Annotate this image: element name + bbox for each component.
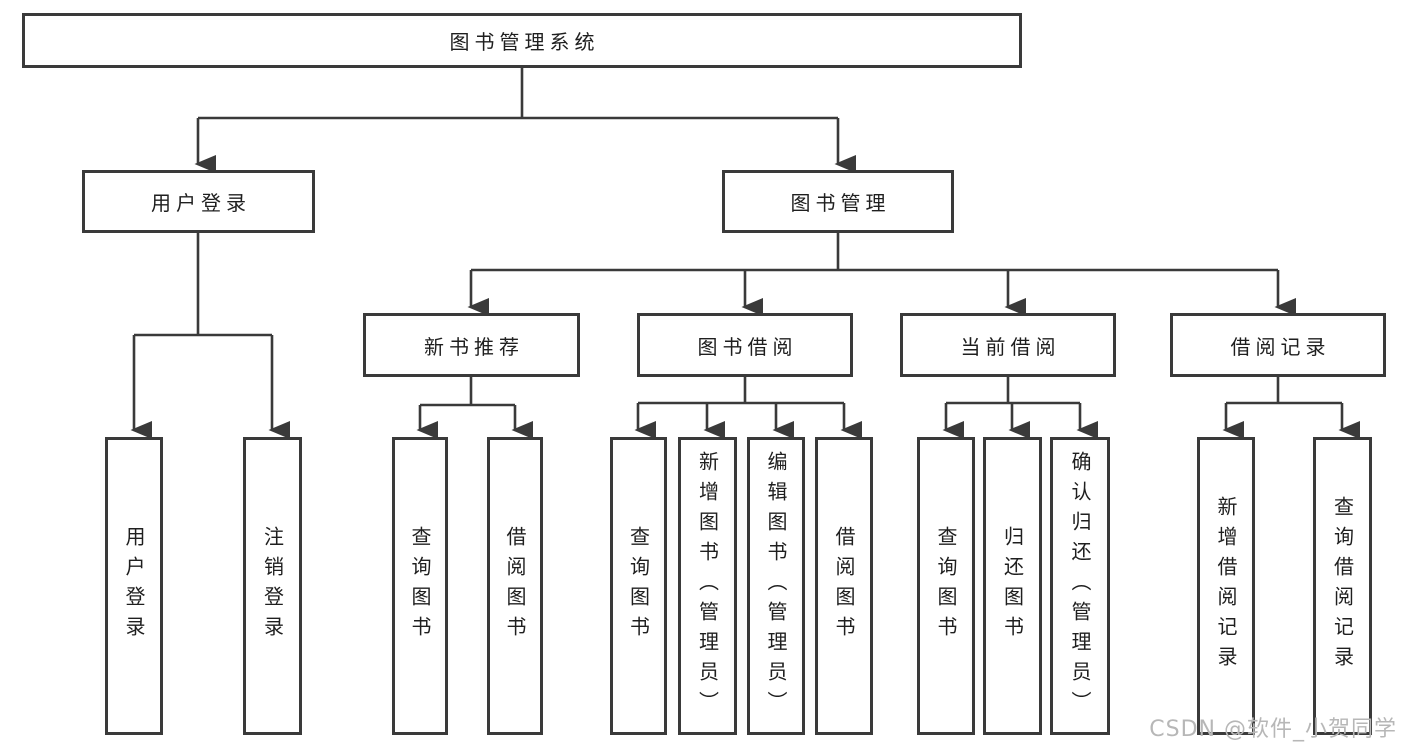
node-book-management: 图书管理 bbox=[722, 170, 954, 233]
node-current-borrow: 当前借阅 bbox=[900, 313, 1116, 377]
leaf-return-book: 归还图书 bbox=[983, 437, 1042, 735]
leaf-confirm-return-admin: 确认归还（管理员） bbox=[1050, 437, 1110, 735]
connector-root-split bbox=[194, 68, 857, 174]
node-borrow-records: 借阅记录 bbox=[1170, 313, 1386, 377]
leaf-query-books-current: 查询图书 bbox=[917, 437, 975, 735]
connector-current-borrow-split bbox=[942, 377, 1099, 440]
leaf-borrow-books: 借阅图书 bbox=[815, 437, 873, 735]
node-user-login-branch: 用户登录 bbox=[82, 170, 315, 233]
connector-book-borrow-split bbox=[634, 377, 863, 440]
leaf-user-login: 用户登录 bbox=[105, 437, 163, 735]
node-new-book-recommend: 新书推荐 bbox=[363, 313, 580, 377]
leaf-add-borrow-record: 新增借阅记录 bbox=[1197, 437, 1255, 735]
connector-new-book-split bbox=[416, 377, 534, 440]
leaf-query-books-borrow: 查询图书 bbox=[610, 437, 667, 735]
leaf-add-book-admin: 新增图书（管理员） bbox=[678, 437, 737, 735]
connector-user-login-split bbox=[130, 233, 291, 440]
node-root: 图书管理系统 bbox=[22, 13, 1022, 68]
leaf-query-borrow-record: 查询借阅记录 bbox=[1313, 437, 1372, 735]
node-book-borrow: 图书借阅 bbox=[637, 313, 853, 377]
leaf-edit-book-admin: 编辑图书（管理员） bbox=[747, 437, 805, 735]
leaf-logout: 注销登录 bbox=[243, 437, 302, 735]
watermark: CSDN @软件_小贺同学 bbox=[1149, 717, 1397, 742]
leaf-borrow-books-recommend: 借阅图书 bbox=[487, 437, 543, 735]
connector-book-management-split bbox=[467, 233, 1297, 317]
leaf-query-books-recommend: 查询图书 bbox=[392, 437, 448, 735]
connector-borrow-record-split bbox=[1222, 377, 1361, 440]
